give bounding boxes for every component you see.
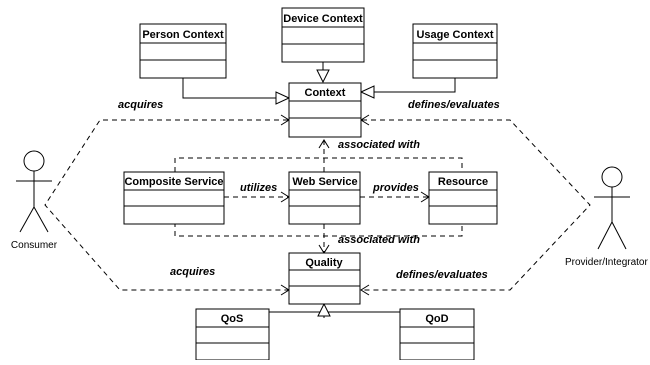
label-defines-evaluates-bottom: defines/evaluates	[396, 269, 488, 281]
class-title: Usage Context	[416, 29, 493, 41]
arrowhead-defines-bottom	[360, 284, 370, 296]
class-web-service[interactable]: Web Service	[288, 171, 361, 225]
service-group-bottom	[174, 222, 463, 237]
class-title: Web Service	[292, 176, 357, 188]
label-acquires-top: acquires	[118, 99, 163, 111]
label-acquires-bottom: acquires	[170, 266, 215, 278]
actor-label: Consumer	[11, 240, 58, 251]
actor-head-icon	[23, 150, 45, 172]
class-title: QoD	[425, 313, 448, 325]
class-resource[interactable]: Resource	[428, 171, 498, 225]
edge-qos-qod-to-quality	[268, 311, 401, 320]
label-associated-with-top: associated with	[338, 139, 420, 151]
actor-leg-icon	[19, 206, 35, 233]
generalization-arrow-person	[275, 91, 291, 105]
generalization-arrow-usage	[359, 85, 375, 99]
actor-label: Provider/Integrator	[565, 257, 648, 268]
actor-leg-icon	[611, 221, 627, 250]
arrowhead-webservice-context	[318, 139, 330, 149]
class-title: QoS	[221, 313, 244, 325]
actor-consumer[interactable]: Consumer	[11, 150, 58, 251]
class-person-context[interactable]: Person Context	[139, 23, 227, 79]
class-device-context[interactable]: Device Context	[281, 7, 365, 63]
class-usage-context[interactable]: Usage Context	[412, 23, 498, 79]
actor-leg-icon	[597, 221, 613, 250]
class-qod[interactable]: QoD	[399, 308, 475, 361]
class-composite-service[interactable]: Composite Service	[123, 171, 225, 225]
provider-defines-path	[362, 119, 591, 291]
label-provides: provides	[372, 182, 419, 194]
edge-person-to-context	[182, 78, 276, 99]
service-group-top	[174, 157, 463, 172]
label-associated-with-bottom: associated with	[338, 234, 420, 246]
label-utilizes: utilizes	[240, 182, 277, 194]
class-title: Composite Service	[124, 176, 223, 188]
class-context[interactable]: Context	[288, 82, 362, 138]
actor-leg-icon	[33, 206, 49, 233]
class-title: Person Context	[142, 29, 224, 41]
actor-head-icon	[601, 166, 623, 188]
class-title: Device Context	[283, 13, 363, 25]
edge-usage-to-context	[374, 78, 456, 93]
class-quality[interactable]: Quality	[288, 252, 361, 305]
actor-provider-integrator[interactable]: Provider/Integrator	[565, 166, 648, 268]
generalization-arrow-device	[316, 69, 330, 84]
generalization-arrow-quality	[317, 302, 331, 317]
class-title: Resource	[438, 176, 488, 188]
label-defines-evaluates-top: defines/evaluates	[408, 99, 500, 111]
class-title: Quality	[305, 257, 343, 269]
class-title: Context	[305, 87, 346, 99]
consumer-acquires-path	[44, 119, 288, 291]
class-qos[interactable]: QoS	[195, 308, 270, 361]
